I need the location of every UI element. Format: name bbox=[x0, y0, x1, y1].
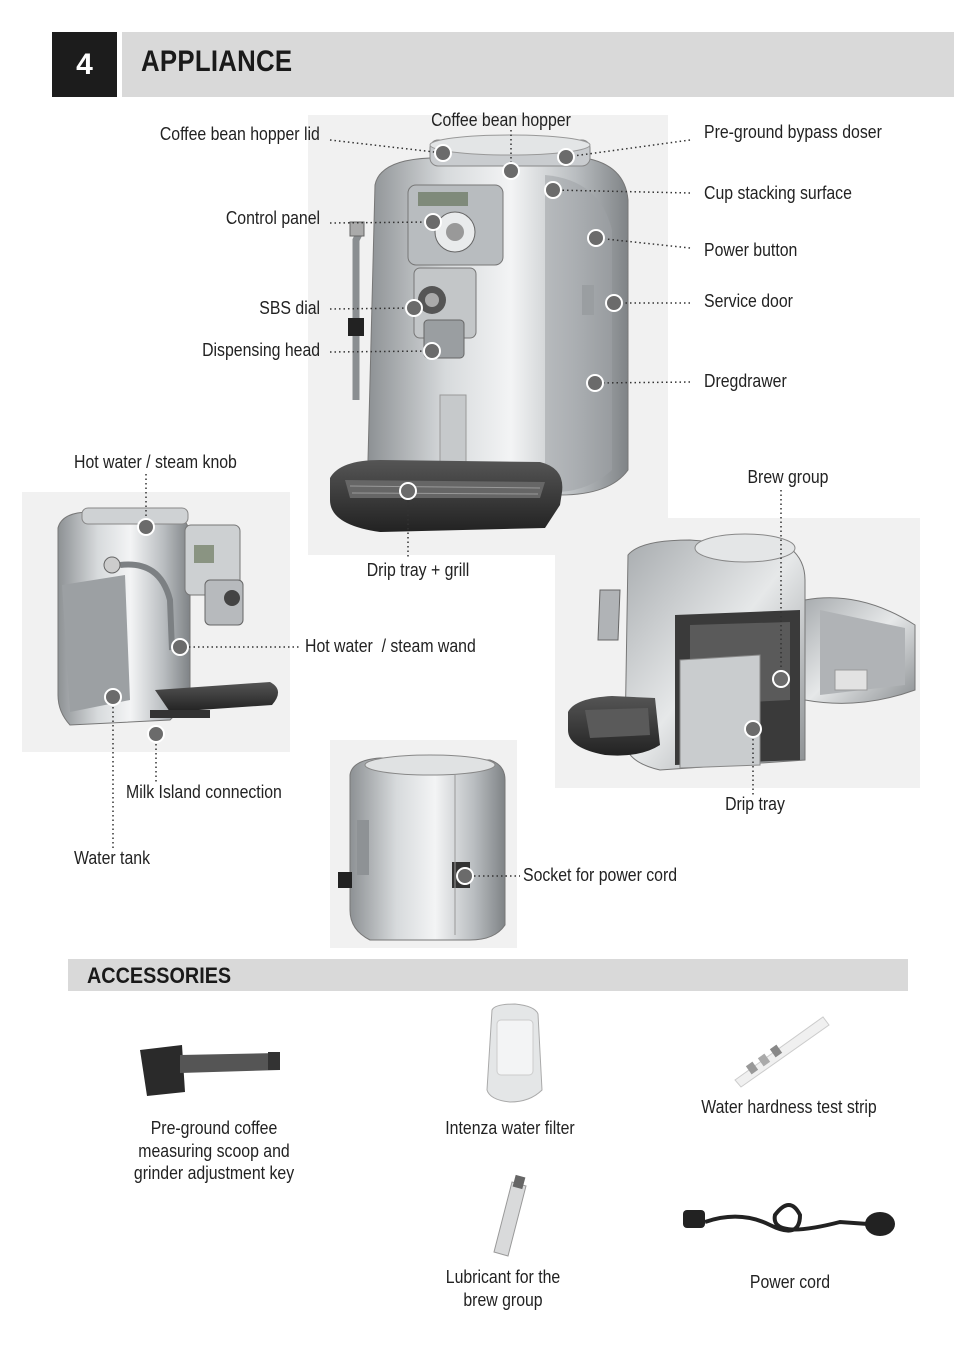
label-sbs-dial: SBS dial bbox=[259, 298, 320, 318]
section-title: APPLIANCE bbox=[141, 45, 293, 78]
caption-power-cord: Power cord bbox=[749, 1272, 831, 1292]
label-power-button: Power button bbox=[704, 240, 798, 260]
caption-test-strip: Water hardness test strip bbox=[701, 1097, 877, 1117]
label-dispensing-head: Dispensing head bbox=[201, 340, 320, 360]
scoop-image bbox=[140, 1045, 280, 1096]
label-control-panel: Control panel bbox=[225, 208, 320, 228]
lubricant-image bbox=[493, 1174, 527, 1257]
open-door-machine-image bbox=[555, 518, 920, 788]
label-cup-stacking-surface: Cup stacking surface bbox=[704, 183, 852, 203]
back-machine-image bbox=[330, 740, 517, 948]
label-hot-water-steam-knob: Hot water / steam knob bbox=[74, 452, 237, 472]
label-service-door: Service door bbox=[704, 291, 793, 311]
section-header-bar bbox=[122, 32, 954, 97]
label-hot-water-steam-wand: Hot water / steam wand bbox=[305, 636, 476, 656]
side-machine-image bbox=[22, 492, 290, 752]
label-dregdrawer: Dregdrawer bbox=[704, 371, 787, 391]
test-strip-image bbox=[734, 1016, 830, 1088]
water-filter-image bbox=[486, 1003, 543, 1103]
caption-water-filter: Intenza water filter bbox=[445, 1118, 575, 1138]
label-brew-group: Brew group bbox=[747, 467, 829, 487]
label-coffee-bean-hopper-lid: Coffee bean hopper lid bbox=[160, 124, 320, 144]
label-drip-tray-grill: Drip tray + grill bbox=[366, 560, 470, 580]
accessories-title: ACCESSORIES bbox=[87, 963, 232, 988]
label-drip-tray: Drip tray bbox=[725, 794, 785, 814]
caption-lubricant: Lubricant for the brew group bbox=[445, 1267, 561, 1310]
callout-dots bbox=[104, 144, 790, 885]
label-milk-island-connection: Milk Island connection bbox=[126, 782, 282, 802]
accessories-header-bar bbox=[68, 959, 908, 991]
label-pre-ground-bypass-doser: Pre-ground bypass doser bbox=[704, 122, 882, 142]
caption-measuring-scoop: Pre-ground coffee measuring scoop and gr… bbox=[133, 1118, 295, 1183]
leader-lines bbox=[112, 130, 782, 877]
label-coffee-bean-hopper: Coffee bean hopper bbox=[431, 110, 571, 130]
main-machine-image bbox=[308, 115, 668, 555]
label-water-tank: Water tank bbox=[74, 848, 151, 868]
power-cord-image bbox=[683, 1203, 895, 1236]
label-socket-for-power-cord: Socket for power cord bbox=[523, 865, 678, 885]
section-number: 4 bbox=[52, 32, 117, 97]
